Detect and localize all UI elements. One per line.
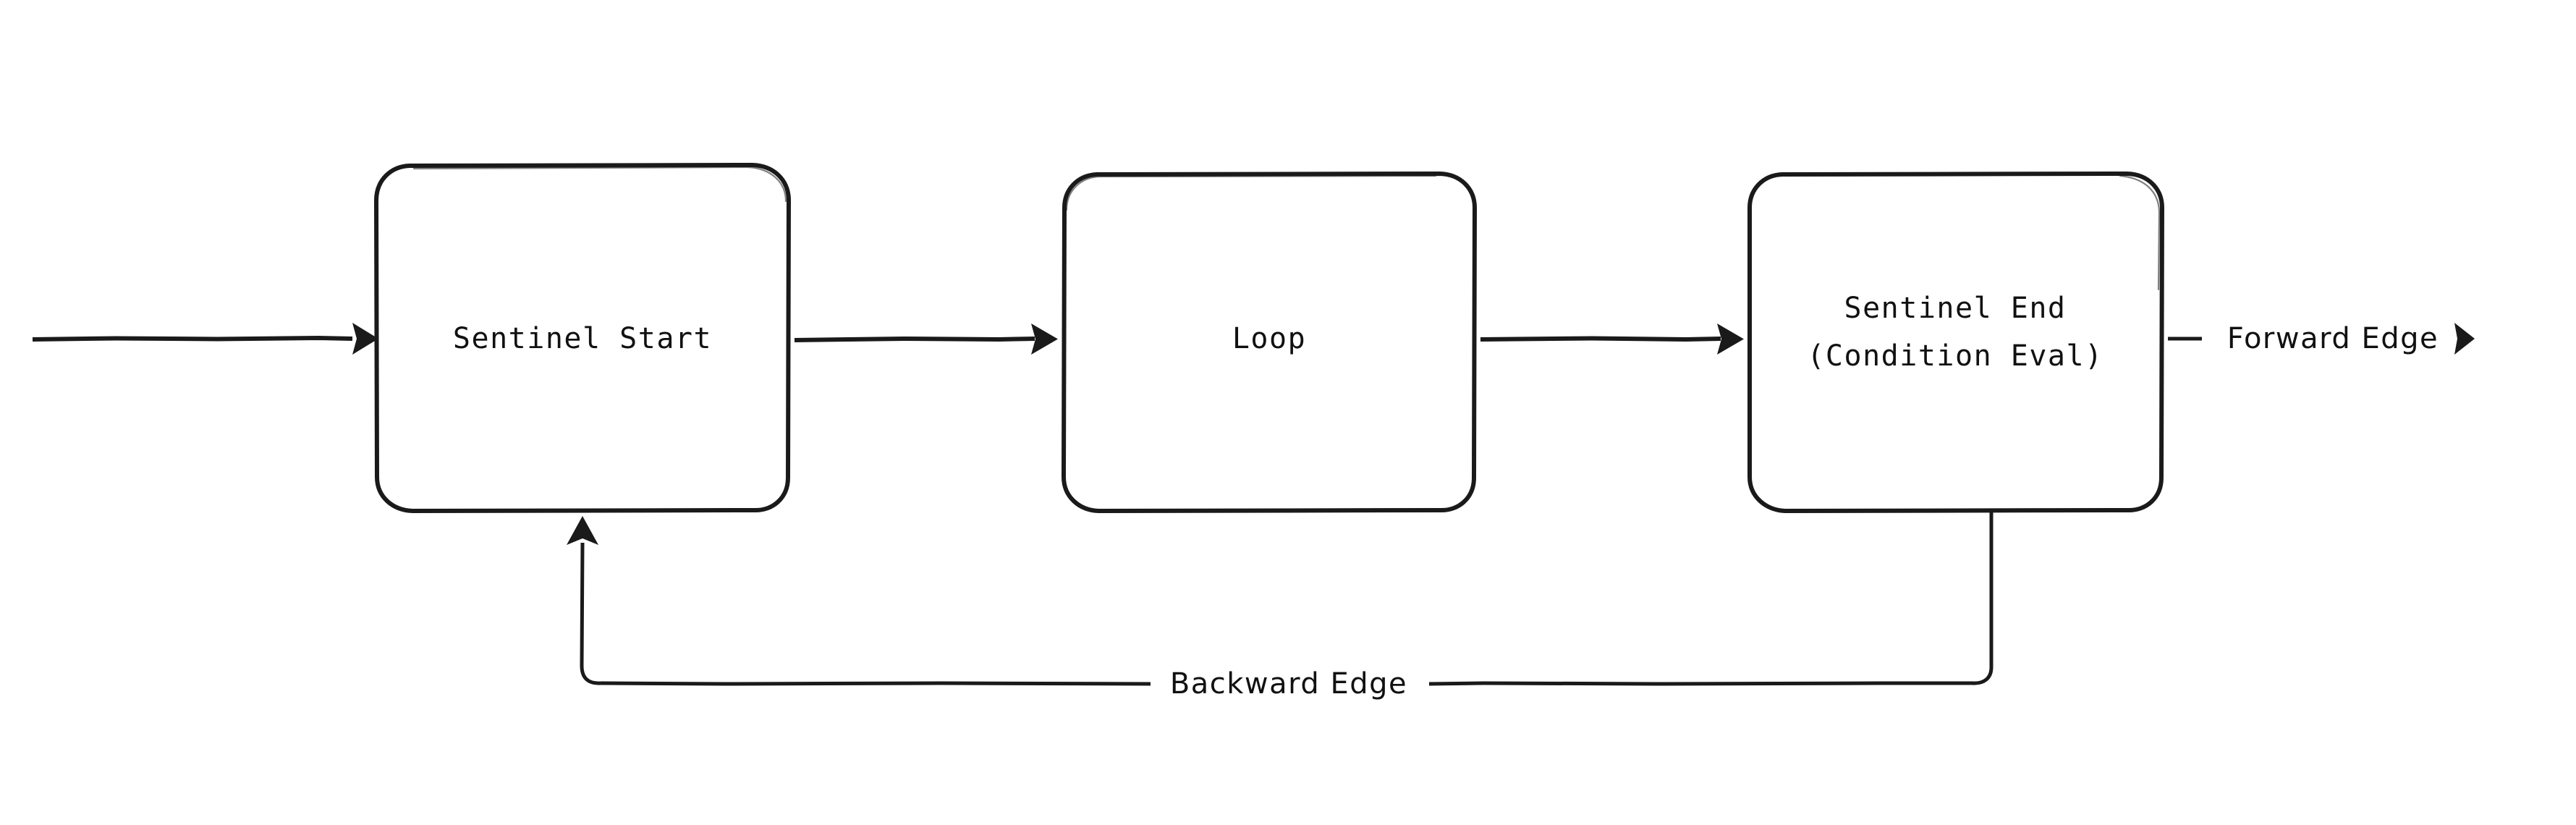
edge-backward-label: Backward Edge bbox=[1170, 667, 1407, 701]
node-loop-shape-sketch bbox=[1065, 174, 1437, 211]
edge-entry-arrowhead bbox=[352, 323, 378, 355]
edge-start-to-loop-arrowhead bbox=[1031, 323, 1058, 355]
edge-loop-to-end bbox=[1480, 323, 1744, 355]
node-sentinel-end[interactable]: Sentinel End (Condition Eval) bbox=[1747, 172, 2164, 513]
edge-loop-to-end-arrowhead bbox=[1717, 323, 1744, 355]
node-loop[interactable]: Loop bbox=[1062, 172, 1477, 513]
node-sentinel-end-label-line2: (Condition Eval) bbox=[1807, 339, 2103, 373]
node-sentinel-end-shape-sketch bbox=[2119, 174, 2161, 291]
edge-start-to-loop-line bbox=[794, 337, 1035, 342]
node-sentinel-start-label: Sentinel Start bbox=[453, 322, 712, 355]
edge-backward-segment-left-horizontal bbox=[600, 681, 1151, 686]
edge-entry bbox=[32, 323, 378, 355]
edge-backward-segment-right-vertical bbox=[1883, 512, 1994, 685]
edge-backward: Backward Edge bbox=[567, 512, 1994, 701]
node-loop-label: Loop bbox=[1232, 322, 1306, 355]
edge-loop-to-end-line bbox=[1480, 336, 1721, 342]
edge-backward-segment-left-vertical bbox=[580, 542, 601, 685]
node-sentinel-start[interactable]: Sentinel Start bbox=[374, 163, 791, 513]
edge-entry-line bbox=[32, 336, 353, 342]
edge-forward-label: Forward Edge bbox=[2227, 322, 2439, 355]
edge-start-to-loop bbox=[794, 323, 1058, 355]
node-sentinel-end-shape bbox=[1747, 172, 2164, 513]
edge-backward-arrowhead bbox=[567, 516, 598, 545]
node-sentinel-end-label-line1: Sentinel End bbox=[1844, 292, 2067, 325]
edge-forward: Forward Edge bbox=[2168, 322, 2475, 355]
node-sentinel-start-shape bbox=[374, 163, 791, 513]
node-sentinel-start-shape-sketch bbox=[412, 166, 787, 203]
edge-backward-segment-right-horizontal bbox=[1428, 681, 1884, 686]
edge-forward-arrowhead bbox=[2454, 323, 2475, 355]
node-loop-shape bbox=[1062, 172, 1477, 513]
